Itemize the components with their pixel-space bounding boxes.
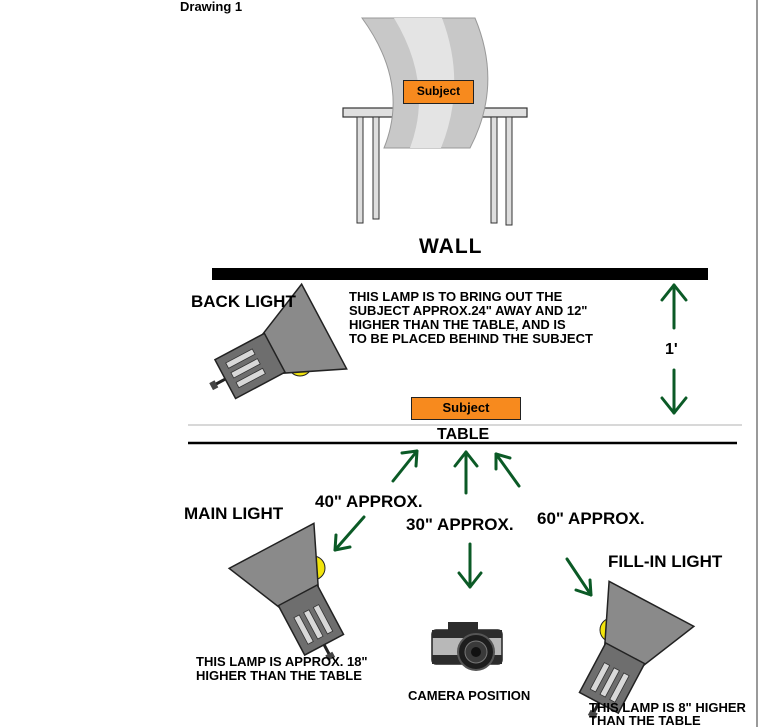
top-subject-box: Subject bbox=[403, 80, 474, 104]
back-light-note-1: THIS LAMP IS TO BRING OUT THE bbox=[349, 289, 563, 304]
back-light-title: BACK LIGHT bbox=[191, 292, 296, 311]
main-light-note-1: THIS LAMP IS APPROX. 18" bbox=[196, 654, 368, 669]
fill-light-note-2: THAN THE TABLE bbox=[589, 713, 701, 728]
camera-arrow-down-icon bbox=[457, 542, 483, 589]
camera-arrow-up-icon bbox=[453, 450, 479, 495]
fill-light-direction-arrow-icon bbox=[565, 557, 593, 597]
fill-light-lamp-icon bbox=[547, 579, 696, 727]
back-light-lamp-icon bbox=[187, 282, 349, 431]
main-light-direction-arrow-icon bbox=[333, 515, 366, 552]
page-right-border bbox=[756, 0, 758, 727]
top-backdrop-scene bbox=[342, 17, 528, 226]
table-label: TABLE bbox=[437, 426, 490, 443]
back-light-note-3: HIGHER THAN THE TABLE, AND IS bbox=[349, 317, 566, 332]
fill-light-arrow-icon bbox=[494, 452, 521, 488]
main-light-arrow-icon bbox=[391, 449, 419, 483]
wall-label: WALL bbox=[419, 235, 483, 258]
main-light-note-2: HIGHER THAN THE TABLE bbox=[196, 668, 362, 683]
wall-line bbox=[212, 268, 708, 280]
back-light-note-4: TO BE PLACED BEHIND THE SUBJECT bbox=[349, 331, 593, 346]
camera-icon bbox=[431, 622, 503, 671]
main-light-lamp-icon bbox=[227, 521, 376, 683]
fill-light-note-1: THIS LAMP IS 8" HIGHER bbox=[589, 700, 746, 715]
distance-arrow-up-icon bbox=[660, 283, 688, 330]
distance-arrow-down-icon bbox=[660, 368, 688, 415]
back-light-note-2: SUBJECT APPROX.24" AWAY AND 12" bbox=[349, 303, 588, 318]
distance-label: 1' bbox=[665, 341, 678, 358]
drawing-title: Drawing 1 bbox=[180, 0, 243, 14]
camera-distance: 30" APPROX. bbox=[406, 515, 514, 534]
subject-box: Subject bbox=[411, 397, 521, 420]
camera-position-label: CAMERA POSITION bbox=[408, 688, 531, 703]
fill-light-distance: 60" APPROX. bbox=[537, 509, 645, 528]
fill-light-title: FILL-IN LIGHT bbox=[608, 552, 723, 571]
main-light-distance: 40" APPROX. bbox=[315, 492, 423, 511]
main-light-title: MAIN LIGHT bbox=[184, 504, 284, 523]
